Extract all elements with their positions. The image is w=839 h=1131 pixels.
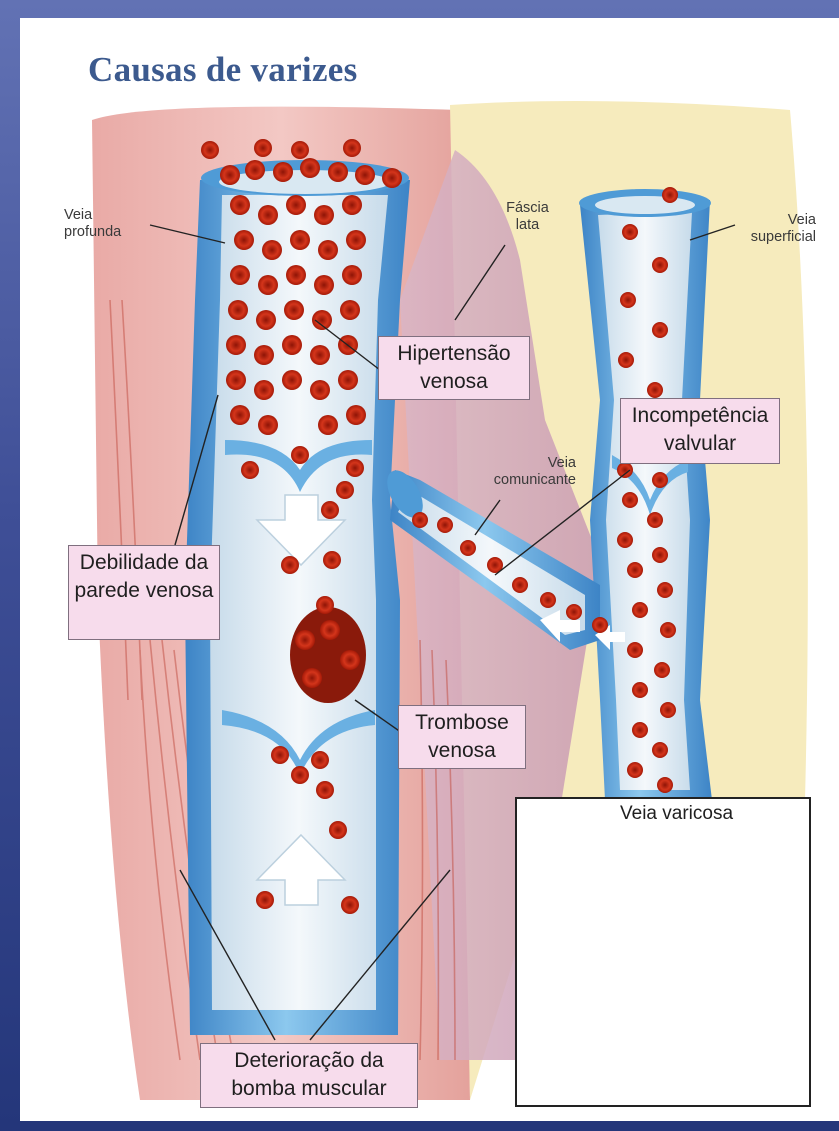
callout-valve-incompetence: Incompetência valvular xyxy=(620,398,780,464)
label-communicating-vein: Veia comunicante xyxy=(466,455,576,489)
label-fascia: Fáscia lata xyxy=(500,200,555,234)
label-superficial-vein: Veia superficial xyxy=(724,212,816,246)
callout-wall-weakness: Debilidade da parede venosa xyxy=(68,545,220,640)
inset-title: Veia varicosa xyxy=(620,803,733,825)
page-title: Causas de varizes xyxy=(88,50,358,90)
callout-hypertension: Hipertensão venosa xyxy=(378,336,530,400)
label-deep-vein: Veia profunda xyxy=(64,207,144,241)
varicose-vein-inset xyxy=(515,797,811,1107)
callout-muscle-pump: Deterioração da bomba muscular xyxy=(200,1043,418,1108)
callout-thrombosis: Trombose venosa xyxy=(398,705,526,769)
